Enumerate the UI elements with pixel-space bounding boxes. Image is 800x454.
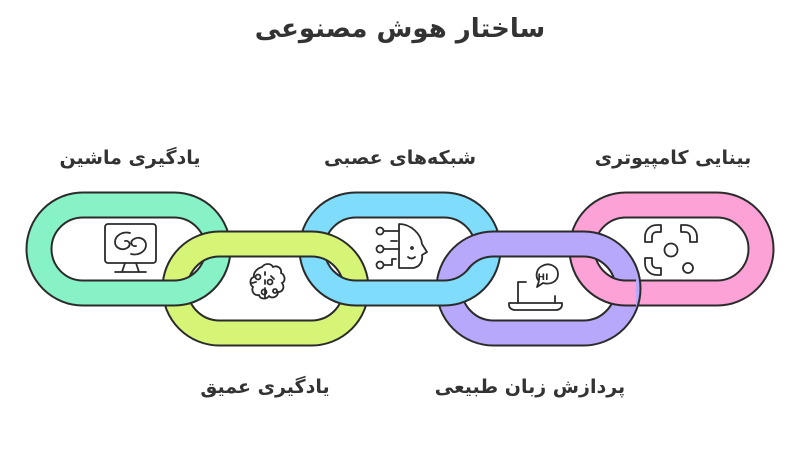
laptop-chat-hi-icon: HI	[508, 263, 563, 311]
label-computer-vision: بینایی کامپیوتری	[594, 147, 752, 169]
brain-cell-icon	[249, 263, 286, 300]
label-machine-learning: یادگیری ماشین	[59, 147, 201, 169]
diagram-title: ساختار هوش مصنوعی	[254, 14, 546, 44]
focus-scan-icon	[644, 224, 698, 276]
label-deep-learning: یادگیری عمیق	[200, 376, 330, 398]
svg-text:HI: HI	[538, 273, 549, 283]
monitor-swirl-icon	[104, 223, 157, 273]
ai-head-circuit-icon	[375, 223, 428, 270]
label-nlp: پردازش زبان طبیعی	[434, 376, 626, 398]
label-neural-networks: شبکه‌های عصبی	[323, 147, 477, 169]
